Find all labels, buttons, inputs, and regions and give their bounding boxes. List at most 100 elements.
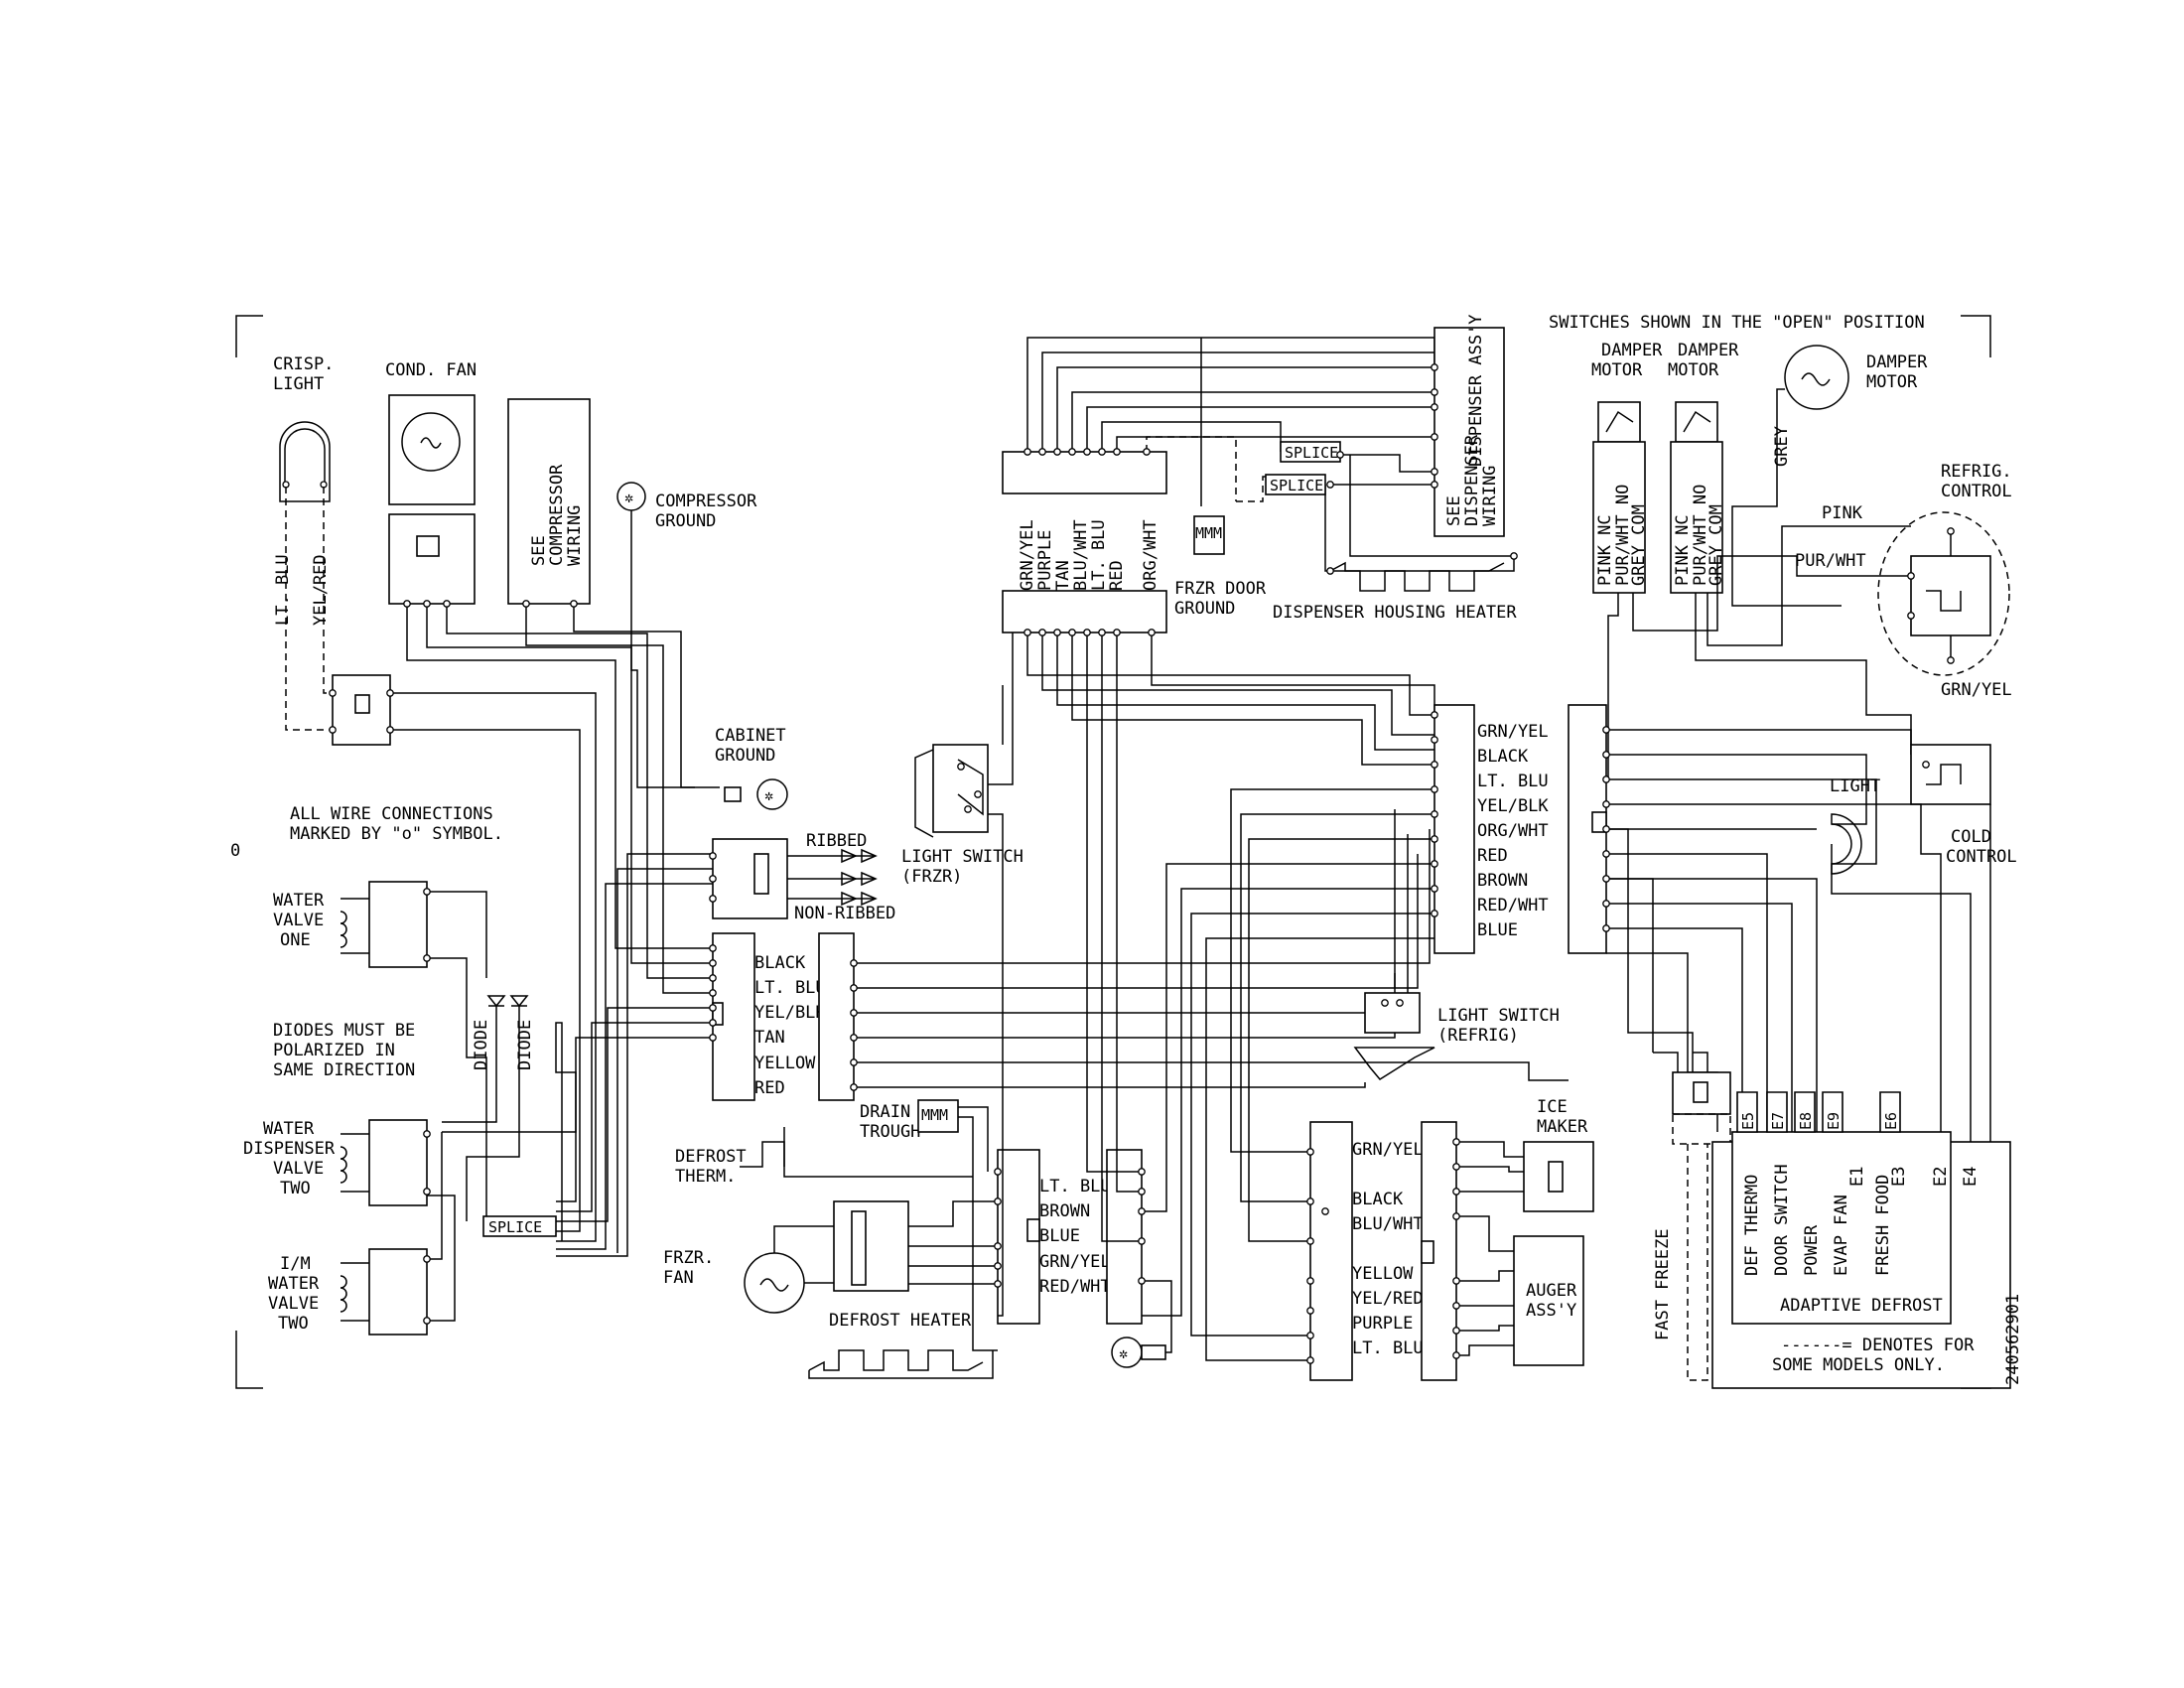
connection-dot	[423, 1130, 431, 1138]
svg-text:RED: RED	[1477, 846, 1508, 866]
svg-text:BLACK: BLACK	[1477, 747, 1529, 767]
svg-text:E9: E9	[1825, 1112, 1843, 1130]
svg-text:GROUND: GROUND	[1174, 599, 1235, 619]
svg-text:DAMPER: DAMPER	[1678, 341, 1739, 360]
svg-text:TAN: TAN	[1053, 560, 1073, 591]
svg-text:REFRIG.: REFRIG.	[1941, 462, 2012, 482]
connection-dot	[1138, 1188, 1146, 1196]
svg-text:GRN/YEL: GRN/YEL	[1352, 1140, 1424, 1160]
pink-nc-1: PINK NC	[1595, 514, 1615, 586]
svg-text:TROUGH: TROUGH	[860, 1122, 920, 1142]
compressor-ground: ✲ COMPRESSOR GROUND	[616, 482, 757, 531]
grn-yel-label: GRN/YEL	[1941, 680, 2012, 700]
light-switch-refrig: LIGHT SWITCH (REFRIG)	[1353, 992, 1560, 1080]
svg-text:PURPLE: PURPLE	[1352, 1314, 1413, 1334]
svg-text:SEE: SEE	[529, 535, 549, 566]
svg-text:MARKED BY "o" SYMBOL.: MARKED BY "o" SYMBOL.	[290, 824, 503, 844]
pink-label: PINK	[1822, 503, 1863, 523]
svg-text:LIGHT SWITCH: LIGHT SWITCH	[901, 847, 1024, 867]
connection-dot	[1053, 448, 1061, 456]
svg-text:E8: E8	[1797, 1112, 1815, 1130]
grey-label: GREY	[1772, 426, 1792, 467]
connection-dot	[443, 600, 451, 608]
connection-dot	[1602, 775, 1610, 783]
connection-dot	[1431, 363, 1438, 371]
connection-dot	[1431, 403, 1438, 411]
svg-text:MMM: MMM	[1195, 524, 1222, 542]
svg-text:SEE: SEE	[1444, 495, 1464, 526]
connection-dot	[709, 944, 717, 952]
connection-dot	[1098, 448, 1106, 456]
connection-dot	[1452, 1212, 1460, 1220]
svg-text:DISPENSER: DISPENSER	[243, 1139, 336, 1159]
board-terminals: E5 E7 E8 E9 E6	[1736, 1091, 1901, 1133]
connection-dot	[423, 888, 431, 896]
connection-dot	[570, 600, 578, 608]
connection-dot	[850, 1058, 858, 1066]
connection-dot	[1431, 810, 1438, 818]
dispenser-housing-heater-icon	[1329, 561, 1505, 592]
connection-dot	[1306, 1307, 1314, 1315]
svg-text:SPLICE: SPLICE	[488, 1218, 542, 1236]
defrost-heater-element-icon	[808, 1349, 984, 1371]
connection-dot	[1510, 552, 1518, 560]
connection-dot	[1431, 835, 1438, 843]
splice-left	[482, 1215, 557, 1237]
connection-dot	[1306, 1356, 1314, 1364]
water-valve-one: WATER VALVE ONE	[273, 881, 487, 1216]
connection-dot	[403, 600, 411, 608]
connection-dot	[850, 1034, 858, 1042]
svg-text:BLACK: BLACK	[1352, 1190, 1404, 1209]
connection-dot	[709, 974, 717, 982]
svg-text:FAN: FAN	[663, 1268, 694, 1288]
connection-dot	[709, 1034, 717, 1042]
svg-text:DAMPER: DAMPER	[1866, 352, 1928, 372]
svg-text:E6: E6	[1882, 1112, 1900, 1130]
svg-text:RED: RED	[754, 1078, 785, 1098]
connection-dot	[1452, 1188, 1460, 1196]
connection-dot	[1306, 1237, 1314, 1245]
svg-text:DEF THERMO: DEF THERMO	[1742, 1175, 1762, 1276]
svg-text:LIGHT: LIGHT	[273, 374, 324, 394]
connection-dot	[1431, 736, 1438, 744]
defrost-heater-block	[833, 1200, 909, 1292]
pur-wht-label: PUR/WHT	[1795, 551, 1866, 571]
connection-dot	[1113, 629, 1121, 636]
connection-dot	[994, 1197, 1002, 1205]
right-middle-wires	[1142, 788, 1434, 1361]
svg-text:POLARIZED IN: POLARIZED IN	[273, 1041, 395, 1060]
connection-dot	[1602, 726, 1610, 734]
connection-dot	[1336, 451, 1344, 459]
connection-dot	[1306, 1197, 1314, 1205]
svg-text:GRN/YEL: GRN/YEL	[1039, 1252, 1111, 1272]
denotes-note: ------= DENOTES FOR	[1781, 1336, 1975, 1355]
connection-dot	[1068, 448, 1076, 456]
svg-text:E5: E5	[1739, 1112, 1757, 1130]
adaptive-defrost-board: ADAPTIVE DEFROST DEF THERMO DOOR SWITCH …	[1711, 1131, 2011, 1389]
refrig-control: REFRIG. CONTROL	[1877, 462, 2012, 676]
part-number: 240562901	[2003, 1294, 2023, 1385]
connection-dot	[1113, 448, 1121, 456]
cond-fan-motor-icon	[401, 412, 461, 472]
dispenser-assy-label: DISPENSER ASS'Y	[1466, 314, 1486, 467]
svg-text:✲: ✲	[624, 489, 633, 506]
defrost-therm-icon	[740, 1141, 785, 1168]
connection-dot	[423, 954, 431, 962]
grey-com-1: GREY COM	[1629, 504, 1649, 586]
crisper-light: CRISP. LIGHT	[273, 354, 334, 502]
connection-dot	[1306, 1332, 1314, 1339]
connection-dot	[1098, 629, 1106, 636]
svg-text:GROUND: GROUND	[715, 746, 775, 766]
im-water-valve-two: I/M WATER VALVE TWO	[268, 1248, 428, 1336]
edge-mark: 0	[230, 841, 240, 861]
bottom-connector-b: GRN/YEL BLACK BLU/WHT YELLOW YEL/RED PUR…	[1309, 1121, 1457, 1381]
frzr-door-ground-label: FRZR DOOR	[1174, 579, 1267, 599]
connection-dot	[974, 790, 982, 798]
wire-label-lt-blu-left: LT. BLU	[273, 554, 293, 626]
connection-dot	[1452, 1302, 1460, 1310]
connection-dot	[423, 1188, 431, 1196]
im-water-valve-coil-icon	[340, 1275, 347, 1313]
connection-dot	[1431, 388, 1438, 396]
svg-text:COND. FAN: COND. FAN	[385, 360, 477, 380]
connection-dot	[1602, 924, 1610, 932]
